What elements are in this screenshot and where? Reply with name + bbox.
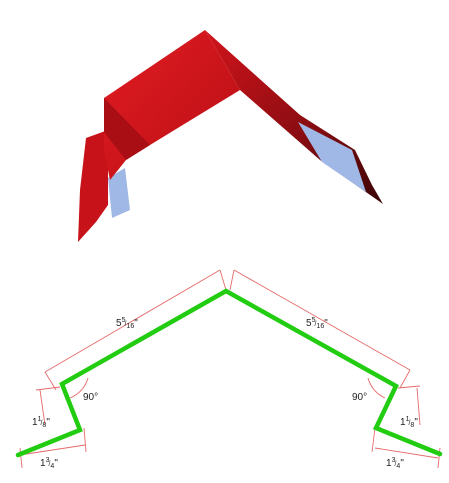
svg-text:11/8": 11/8" [32,416,50,429]
svg-text:13/4": 13/4" [40,457,58,470]
label-right-drop: 11/8" [400,416,418,429]
svg-text:11/8": 11/8" [400,416,418,429]
ridge-left-flange [78,130,108,242]
svg-text:13/4": 13/4" [386,457,404,470]
right-angle-arc [367,377,386,399]
ridge-front-lip [104,98,150,160]
left-angle-arc [69,377,89,399]
label-left-hem: 13/4" [40,457,58,470]
ridge-left-underside [108,168,130,218]
label-right-slope: 55/16" [306,317,328,330]
ridge-right-underside [298,122,366,192]
dimension-lines [19,269,441,469]
ridge-cap-3d-render [78,30,383,242]
label-right-hem: 13/4" [386,457,404,470]
label-left-angle: 90° [83,392,98,403]
label-left-drop: 11/8" [32,416,50,429]
label-right-angle: 90° [352,392,367,403]
label-left-slope: 55/16" [116,317,138,330]
svg-text:55/16": 55/16" [306,317,328,330]
svg-text:55/16": 55/16" [116,317,138,330]
ridge-cap-profile [15,288,443,458]
